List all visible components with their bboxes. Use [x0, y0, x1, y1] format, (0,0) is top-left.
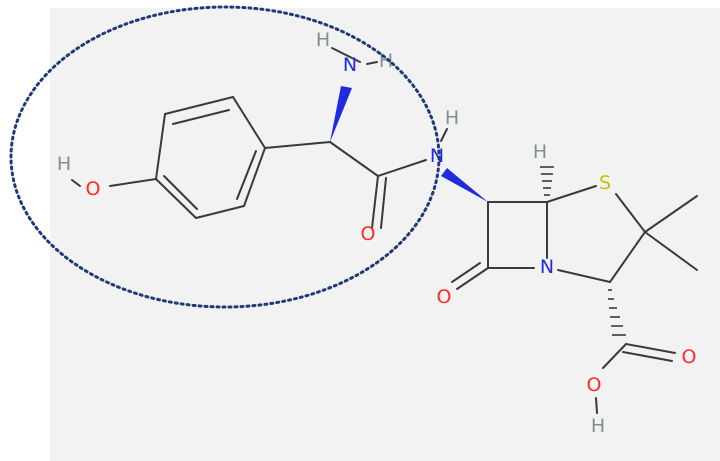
bond	[155, 178, 197, 219]
bond	[595, 397, 598, 414]
bond	[644, 195, 698, 233]
bond	[440, 128, 448, 142]
bond	[625, 343, 676, 354]
hashed-bond-stereo-h	[540, 166, 554, 196]
wedge-bond	[330, 86, 352, 142]
bond	[366, 61, 378, 65]
bond	[602, 343, 627, 369]
bond	[644, 231, 698, 271]
bond	[609, 231, 646, 283]
atom-o-phenol: O	[86, 178, 101, 200]
atom-o-amide: O	[361, 223, 376, 245]
bond	[163, 175, 198, 210]
bond-lines	[71, 47, 698, 414]
bond	[451, 262, 481, 283]
atom-s-ring: S	[599, 172, 611, 194]
bond	[243, 147, 266, 207]
atom-o-carbonyl: O	[682, 346, 697, 368]
atom-n-ring: N	[540, 256, 554, 278]
bond	[380, 177, 387, 229]
bond	[329, 141, 379, 177]
bond	[155, 113, 166, 180]
bond	[164, 96, 234, 115]
bond	[615, 193, 646, 233]
hashed-bond-carboxyl	[608, 289, 626, 336]
stereo-bonds	[330, 86, 626, 336]
bond	[557, 269, 611, 283]
bond	[236, 150, 257, 200]
atom-o-acid: O	[587, 374, 602, 396]
atom-n-amine: N	[343, 54, 357, 76]
highlight-ellipse	[9, 5, 441, 309]
bond	[195, 205, 245, 219]
bond	[109, 178, 157, 187]
atom-h-phenol: H	[57, 153, 71, 175]
wedge-bond	[441, 168, 488, 202]
bond	[71, 179, 81, 187]
atom-h-stereo: H	[533, 141, 547, 163]
bond	[622, 351, 673, 362]
bond	[377, 159, 427, 177]
bond	[456, 267, 489, 290]
bond	[232, 96, 266, 149]
bond	[264, 141, 331, 149]
bond	[331, 47, 361, 63]
bond	[546, 185, 597, 203]
atom-h-amide: H	[445, 107, 459, 129]
bond	[172, 109, 230, 125]
atom-h-acid: H	[591, 415, 605, 437]
atom-n-amide: N	[430, 145, 444, 167]
bond	[371, 175, 379, 229]
canvas-background	[50, 8, 720, 461]
atom-h-top-left: H	[316, 29, 330, 51]
atom-labels: H N H H N H S H O O N O O O H	[57, 29, 697, 437]
atom-o-lactam: O	[437, 286, 452, 308]
